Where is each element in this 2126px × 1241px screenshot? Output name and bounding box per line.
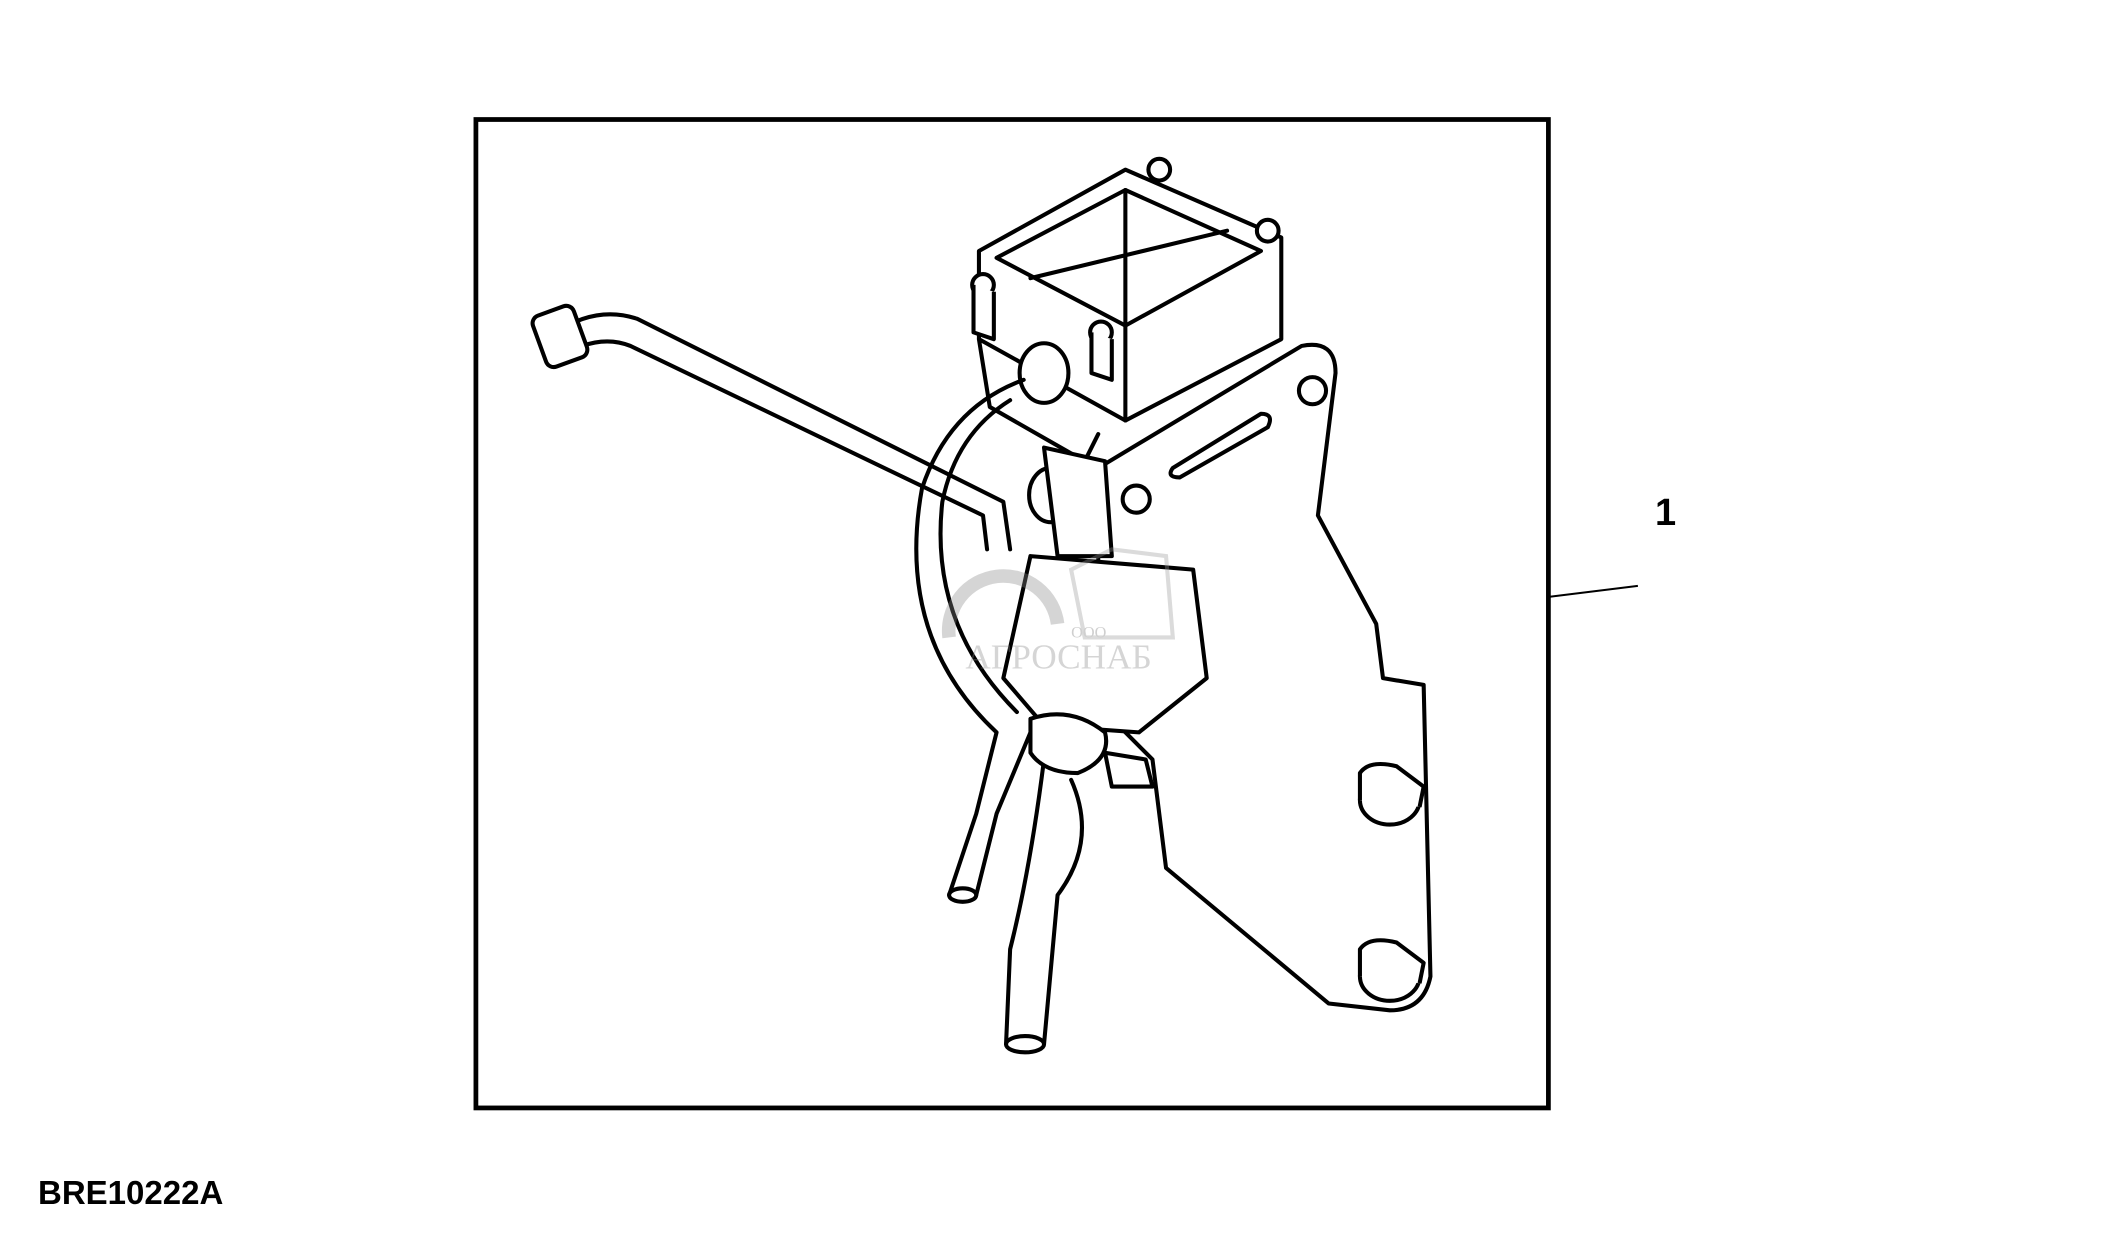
fuel-filter-assembly — [530, 156, 1433, 1055]
svg-text:АГРОСНАБ: АГРОСНАБ — [965, 638, 1151, 677]
callout-number-1: 1 — [1655, 492, 1677, 534]
illustration-frame — [473, 117, 1551, 1111]
figure-id-label: BRE10222A — [38, 1174, 224, 1211]
svg-text:ООО: ООО — [1071, 623, 1106, 641]
callout-leader-line — [1549, 584, 1639, 598]
watermark-logo: ООО АГРОСНАБ — [941, 547, 1176, 677]
